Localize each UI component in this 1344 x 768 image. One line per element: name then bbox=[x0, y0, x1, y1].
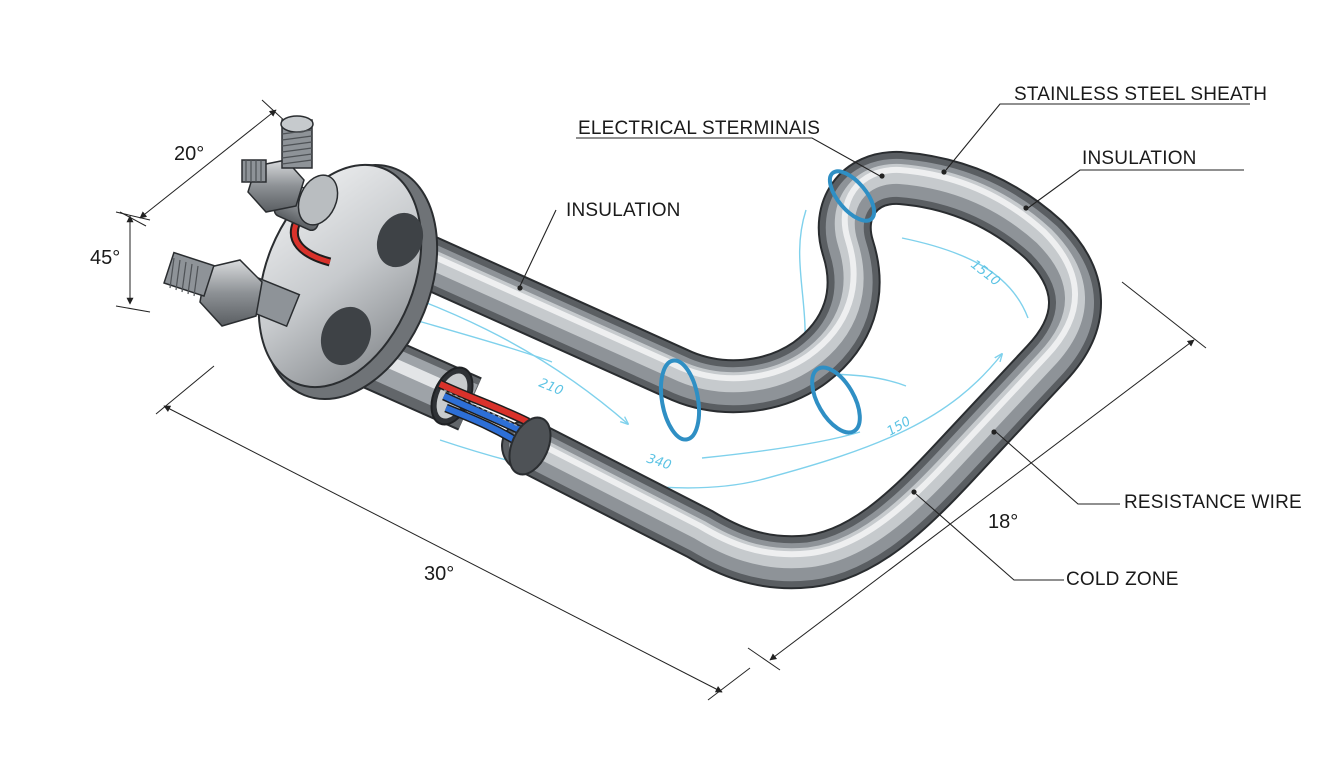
flow-label-c: 150 bbox=[885, 414, 914, 439]
flow-label-d: 1510 bbox=[968, 257, 1003, 289]
dimension-angle-top: 20° bbox=[174, 143, 204, 165]
terminal-lower bbox=[163, 251, 301, 328]
dimension-lines bbox=[115, 99, 1207, 701]
dimension-angle-left: 45° bbox=[90, 247, 120, 269]
label-stainless-steel-sheath: STAINLESS STEEL SHEATH bbox=[1014, 84, 1267, 105]
dimension-angle-right: 18° bbox=[988, 511, 1018, 533]
heating-element bbox=[314, 151, 1102, 590]
callout-labels: ELECTRICAL STERMINAIS STAINLESS STEEL SH… bbox=[566, 84, 1302, 590]
flow-label-a: 210 bbox=[537, 376, 566, 399]
terminal-upper bbox=[241, 115, 339, 267]
callout-leaders bbox=[517, 103, 1250, 581]
label-insulation-left: INSULATION bbox=[566, 200, 681, 221]
label-insulation-right: INSULATION bbox=[1082, 148, 1197, 169]
label-resistance-wire: RESISTANCE WIRE bbox=[1124, 492, 1302, 513]
label-electrical-terminals: ELECTRICAL STERMINAIS bbox=[578, 118, 820, 139]
dimension-labels: 20° 45° 30° 18° bbox=[90, 143, 1018, 585]
flow-label-b: 340 bbox=[645, 452, 673, 474]
dimension-angle-bottom: 30° bbox=[424, 563, 454, 585]
label-cold-zone: COLD ZONE bbox=[1066, 569, 1179, 590]
